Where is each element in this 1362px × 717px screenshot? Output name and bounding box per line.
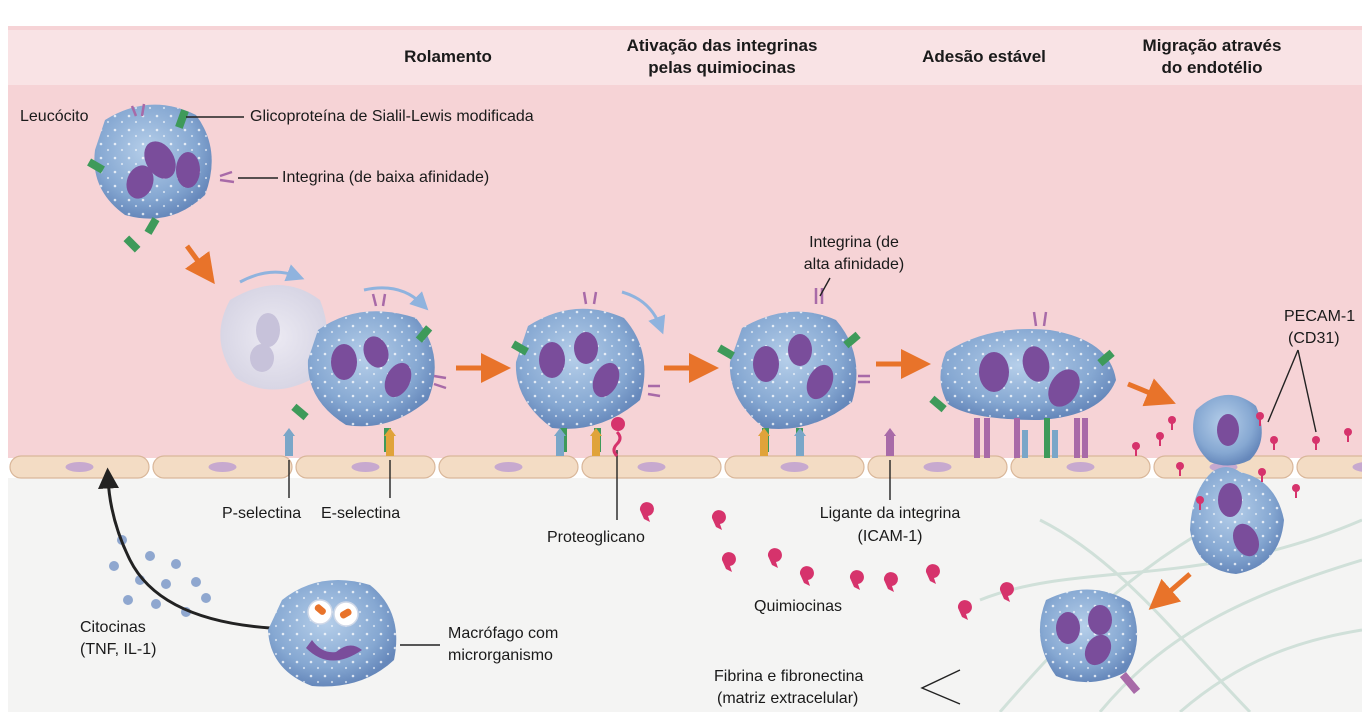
endothelial-nucleus <box>924 462 952 472</box>
cytokine-dot <box>151 599 161 609</box>
endothelial-nucleus <box>1067 462 1095 472</box>
endothelial-layer <box>10 456 1362 478</box>
cytokine-dot <box>161 579 171 589</box>
endothelial-nucleus <box>66 462 94 472</box>
extravascular-tissue <box>8 478 1362 712</box>
p-selectin-receptor <box>285 436 293 456</box>
label-fibrin-line1: Fibrina e fibronectina <box>714 668 864 685</box>
p-selectin-receptor <box>556 436 564 456</box>
vessel-lumen <box>8 26 1362 458</box>
label-chemokines: Quimiocinas <box>754 598 842 615</box>
label-cytokines-line1: Citocinas <box>80 619 146 636</box>
stage-title-stable-adhesion: Adesão estável <box>922 47 1046 66</box>
cytokine-dot <box>109 561 119 571</box>
label-proteoglycan: Proteoglicano <box>547 529 645 546</box>
stage-title-rolling: Rolamento <box>404 47 492 66</box>
pecam-molecule <box>1256 412 1264 420</box>
e-selectin-receptor <box>592 436 600 456</box>
label-pecam-line1: PECAM-1 <box>1284 308 1355 325</box>
pecam-molecule <box>1168 416 1176 424</box>
pecam-molecule <box>1312 436 1320 444</box>
endothelial-nucleus <box>352 462 380 472</box>
pecam-molecule <box>1156 432 1164 440</box>
endothelial-nucleus <box>209 462 237 472</box>
cytokine-dot <box>201 593 211 603</box>
label-integrin-ligand-line2: (ICAM-1) <box>858 528 923 545</box>
label-p-selectin: P-selectina <box>222 505 301 522</box>
label-leukocyte: Leucócito <box>20 108 89 125</box>
pecam-molecule <box>1292 484 1300 492</box>
bound-chemokine <box>611 417 625 431</box>
label-integrin-high-line2: alta afinidade) <box>804 256 905 273</box>
label-macrophage-line1: Macrófago com <box>448 625 558 642</box>
label-e-selectin: E-selectina <box>321 505 400 522</box>
top-margin <box>0 0 1362 18</box>
pecam-molecule <box>1132 442 1140 450</box>
stage-title-activation-line2: pelas quimiocinas <box>648 58 795 77</box>
endothelial-cell <box>1297 456 1362 478</box>
pecam-molecule <box>1258 468 1266 476</box>
stage-title-migration-line2: do endotélio <box>1161 58 1262 77</box>
e-selectin-receptor <box>760 436 768 456</box>
cytokine-dot <box>171 559 181 569</box>
label-macrophage-line2: microrganismo <box>448 647 553 664</box>
label-sialyl-lewis: Glicoproteína de Sialil-Lewis modificada <box>250 108 534 125</box>
pecam-molecule <box>1176 462 1184 470</box>
endothelial-nucleus <box>638 462 666 472</box>
label-cytokines-line2: (TNF, IL-1) <box>80 641 156 658</box>
label-integrin-low: Integrina (de baixa afinidade) <box>282 169 489 186</box>
cytokine-dot <box>123 595 133 605</box>
stage-title-migration-line1: Migração através <box>1143 36 1282 55</box>
cytokine-dot <box>191 577 201 587</box>
endothelial-nucleus <box>781 462 809 472</box>
label-fibrin-line2: (matriz extracelular) <box>717 690 858 707</box>
label-integrin-ligand-line1: Ligante da integrina <box>820 505 961 522</box>
pecam-molecule <box>1196 496 1204 504</box>
e-selectin-receptor <box>386 436 394 456</box>
stage-title-activation-line1: Ativação das integrinas <box>627 36 818 55</box>
cytokine-dot <box>145 551 155 561</box>
endothelial-nucleus <box>495 462 523 472</box>
p-selectin-receptor <box>796 436 804 456</box>
label-pecam-line2: (CD31) <box>1288 330 1340 347</box>
label-integrin-high-line1: Integrina (de <box>809 234 899 251</box>
pecam-molecule <box>1344 428 1352 436</box>
pecam-molecule <box>1270 436 1278 444</box>
icam-receptor <box>886 436 894 456</box>
